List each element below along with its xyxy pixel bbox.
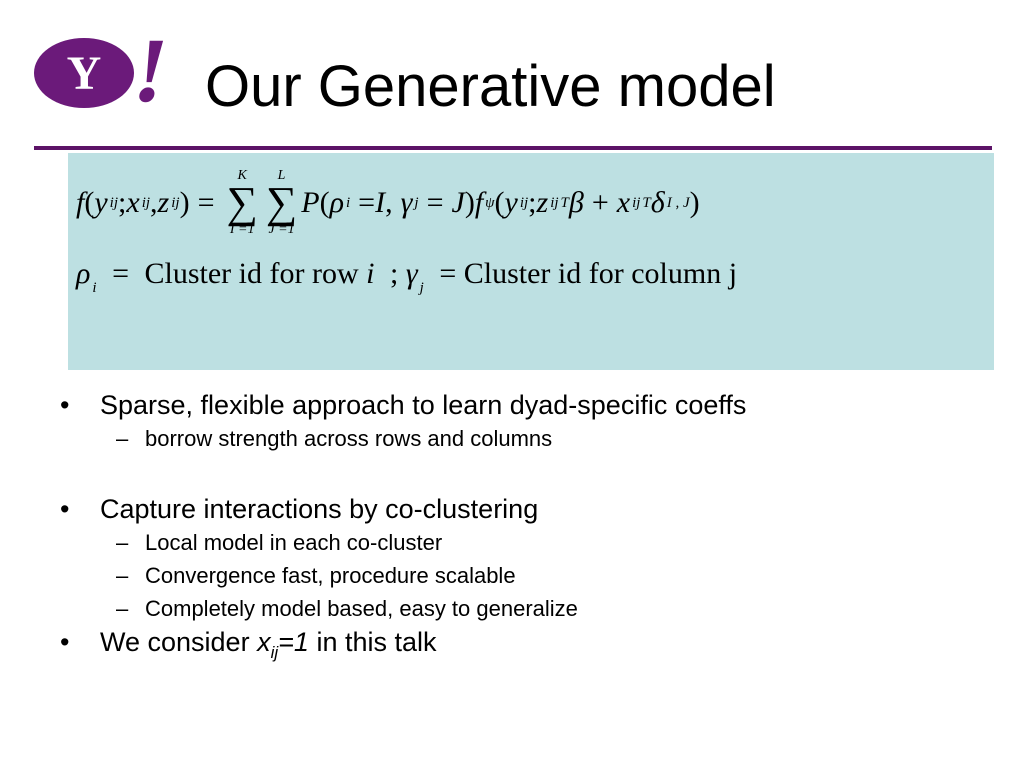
bullet-item: •Sparse, flexible approach to learn dyad…: [60, 390, 747, 420]
logo-oval: Y: [34, 38, 134, 108]
sum-over-J: L ∑ J =1: [265, 168, 298, 237]
sub-bullet-item: –Completely model based, easy to general…: [116, 596, 578, 621]
title-divider: [34, 146, 992, 150]
bullet-list: •Sparse, flexible approach to learn dyad…: [58, 388, 998, 670]
sub-bullet-item: –Convergence fast, procedure scalable: [116, 563, 516, 588]
logo-letter: Y: [66, 47, 102, 100]
bullet-item: •Capture interactions by co-clustering: [60, 494, 539, 524]
sub-bullet-item: –borrow strength across rows and columns: [116, 426, 553, 451]
sum-over-I: K ∑ I =1: [226, 168, 258, 237]
bullet-item: •We consider xij=1 in this talk: [60, 627, 437, 662]
slide-title: Our Generative model: [205, 54, 776, 119]
logo-exclaim: !: [127, 19, 176, 121]
sub-bullet-item: –Local model in each co-cluster: [116, 530, 443, 555]
yahoo-logo: Y !: [34, 19, 176, 121]
